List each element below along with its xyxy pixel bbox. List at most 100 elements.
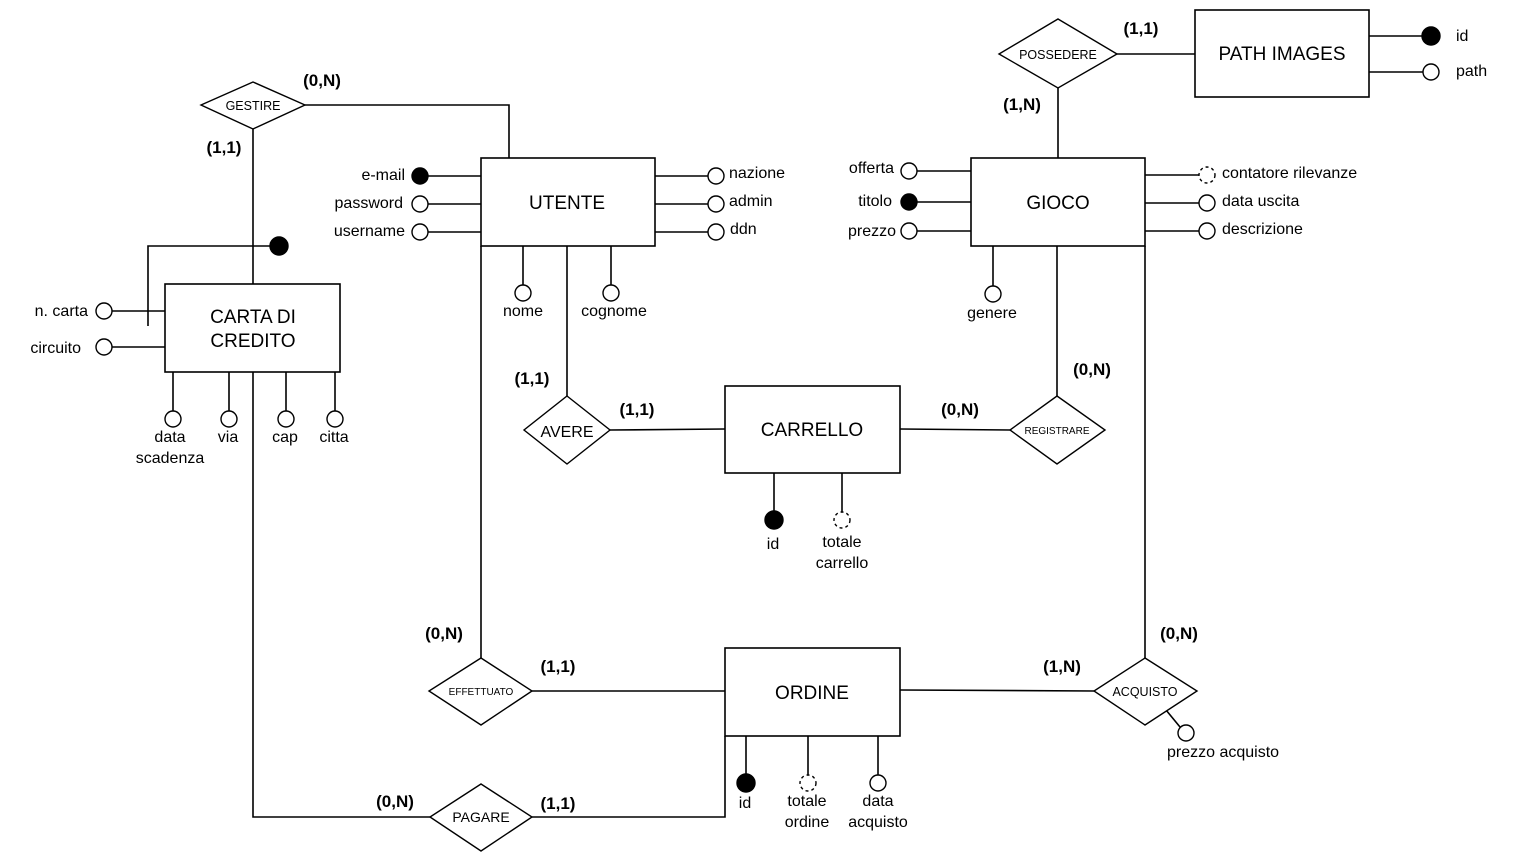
relationship-gestire: GESTIRE bbox=[199, 81, 307, 130]
entity-carta-label-2: CREDITO bbox=[210, 331, 295, 352]
card-pagare-carta: (0,N) bbox=[376, 792, 414, 811]
attribute-marker bbox=[326, 410, 344, 428]
card-registrare-carrello: (0,N) bbox=[941, 400, 979, 419]
card-avere-utente: (1,1) bbox=[515, 369, 550, 388]
attribute-marker bbox=[900, 222, 918, 240]
attr-gioco-offerta: offerta bbox=[849, 160, 894, 177]
key-attribute-marker bbox=[736, 773, 756, 793]
attribute-marker bbox=[602, 284, 620, 302]
cardinality-labels: (0,N) (1,1) (1,1) (1,1) (0,N) (0,N) (0,N… bbox=[207, 19, 1198, 813]
attribute-marker bbox=[1198, 222, 1216, 240]
attr-carrello-totale-1: totale bbox=[822, 534, 861, 551]
attr-utente-nazione: nazione bbox=[729, 165, 785, 182]
entity-carrello-label: CARRELLO bbox=[761, 420, 863, 441]
attribute-marker bbox=[984, 285, 1002, 303]
attribute-marker bbox=[900, 162, 918, 180]
attr-gioco-prezzo: prezzo bbox=[848, 223, 896, 240]
relationship-possedere: POSSEDERE bbox=[997, 18, 1119, 89]
key-attribute-marker bbox=[900, 193, 918, 211]
entity-ordine-label: ORDINE bbox=[775, 683, 849, 704]
key-attribute-marker bbox=[411, 167, 429, 185]
derived-attribute-marker bbox=[1198, 166, 1216, 184]
card-effettuato-ordine: (1,1) bbox=[541, 657, 576, 676]
attr-carta-data-scadenza-1: data bbox=[154, 429, 185, 446]
entity-ordine: ORDINE bbox=[724, 647, 901, 737]
relationship-gestire-label: GESTIRE bbox=[226, 99, 281, 113]
attribute-marker bbox=[514, 284, 532, 302]
derived-attribute-marker bbox=[833, 511, 851, 529]
entity-path-images-label: PATH IMAGES bbox=[1218, 44, 1345, 65]
card-gestire-utente: (0,N) bbox=[303, 71, 341, 90]
attribute-marker bbox=[411, 223, 429, 241]
relationship-possedere-label: POSSEDERE bbox=[1019, 48, 1097, 62]
attr-utente-password: password bbox=[335, 195, 403, 212]
attribute-marker bbox=[277, 410, 295, 428]
attr-utente-cognome: cognome bbox=[581, 303, 647, 320]
attribute-stems bbox=[112, 35, 1423, 775]
attribute-marker bbox=[1422, 63, 1440, 81]
attr-carta-via: via bbox=[218, 429, 239, 446]
attr-carta-circuito: circuito bbox=[30, 340, 81, 357]
relationship-effettuato-label: EFFETTUATO bbox=[449, 687, 514, 698]
relationship-avere: AVERE bbox=[522, 395, 612, 465]
relationship-acquisto: ACQUISTO bbox=[1092, 657, 1199, 726]
attribute-labels: e-mail password username nazione admin d… bbox=[30, 28, 1487, 831]
attribute-marker bbox=[869, 774, 887, 792]
attr-carrello-totale-2: carrello bbox=[816, 555, 869, 572]
attribute-marker bbox=[411, 195, 429, 213]
attr-utente-email: e-mail bbox=[361, 167, 405, 184]
attr-gioco-titolo: titolo bbox=[858, 193, 892, 210]
attribute-marker bbox=[1198, 194, 1216, 212]
attr-carta-cap: cap bbox=[272, 429, 298, 446]
entity-carta-label-1: CARTA DI bbox=[210, 307, 296, 328]
attribute-marker bbox=[707, 195, 725, 213]
entity-carta-di-credito: CARTA DI CREDITO bbox=[164, 283, 341, 373]
card-pagare-ordine: (1,1) bbox=[541, 794, 576, 813]
key-attribute-marker bbox=[1421, 26, 1441, 46]
card-acquisto-ordine: (1,N) bbox=[1043, 657, 1081, 676]
entity-utente: UTENTE bbox=[480, 157, 656, 247]
relationship-pagare: PAGARE bbox=[428, 783, 534, 852]
card-acquisto-gioco: (0,N) bbox=[1160, 624, 1198, 643]
attribute-marker bbox=[164, 410, 182, 428]
attr-gioco-contatore: contatore rilevanze bbox=[1222, 165, 1357, 182]
attribute-marker bbox=[95, 302, 113, 320]
relationship-acquisto-label: ACQUISTO bbox=[1112, 685, 1177, 699]
attribute-markers bbox=[95, 26, 1441, 793]
card-gestire-carta: (1,1) bbox=[207, 138, 242, 157]
attribute-marker bbox=[707, 167, 725, 185]
relationship-pagare-label: PAGARE bbox=[452, 809, 509, 825]
derived-attribute-marker bbox=[799, 774, 817, 792]
card-avere-carrello: (1,1) bbox=[620, 400, 655, 419]
entity-path-images: PATH IMAGES bbox=[1194, 9, 1370, 98]
key-attribute-marker bbox=[269, 236, 289, 256]
entity-carrello: CARRELLO bbox=[724, 385, 901, 474]
attribute-marker bbox=[220, 410, 238, 428]
attr-ordine-data-2: acquisto bbox=[848, 814, 908, 831]
attr-ordine-totale-2: ordine bbox=[785, 814, 830, 831]
entity-utente-label: UTENTE bbox=[529, 193, 605, 214]
attr-utente-admin: admin bbox=[729, 193, 773, 210]
relationship-registrare: REGISTRARE bbox=[1008, 395, 1107, 465]
connectors bbox=[252, 53, 1195, 818]
attribute-marker bbox=[1177, 724, 1195, 742]
attr-gioco-data-uscita: data uscita bbox=[1222, 193, 1299, 210]
card-effettuato-utente: (0,N) bbox=[425, 624, 463, 643]
attr-acquisto-prezzo: prezzo acquisto bbox=[1167, 744, 1279, 761]
relationship-avere-label: AVERE bbox=[540, 424, 593, 441]
relationship-effettuato: EFFETTUATO bbox=[427, 657, 534, 726]
attr-carta-citta: citta bbox=[319, 429, 348, 446]
relationship-registrare-label: REGISTRARE bbox=[1024, 426, 1089, 437]
entity-gioco: GIOCO bbox=[970, 157, 1146, 247]
card-possedere-path: (1,1) bbox=[1124, 19, 1159, 38]
key-attribute-marker bbox=[764, 510, 784, 530]
card-registrare-gioco: (0,N) bbox=[1073, 360, 1111, 379]
card-possedere-gioco: (1,N) bbox=[1003, 95, 1041, 114]
attr-ordine-totale-1: totale bbox=[787, 793, 826, 810]
attr-path-images-id: id bbox=[1456, 28, 1468, 45]
attr-carta-data-scadenza-2: scadenza bbox=[136, 450, 205, 467]
attr-gioco-genere: genere bbox=[967, 305, 1017, 322]
attr-utente-ddn: ddn bbox=[730, 221, 757, 238]
attr-ordine-data-1: data bbox=[862, 793, 893, 810]
